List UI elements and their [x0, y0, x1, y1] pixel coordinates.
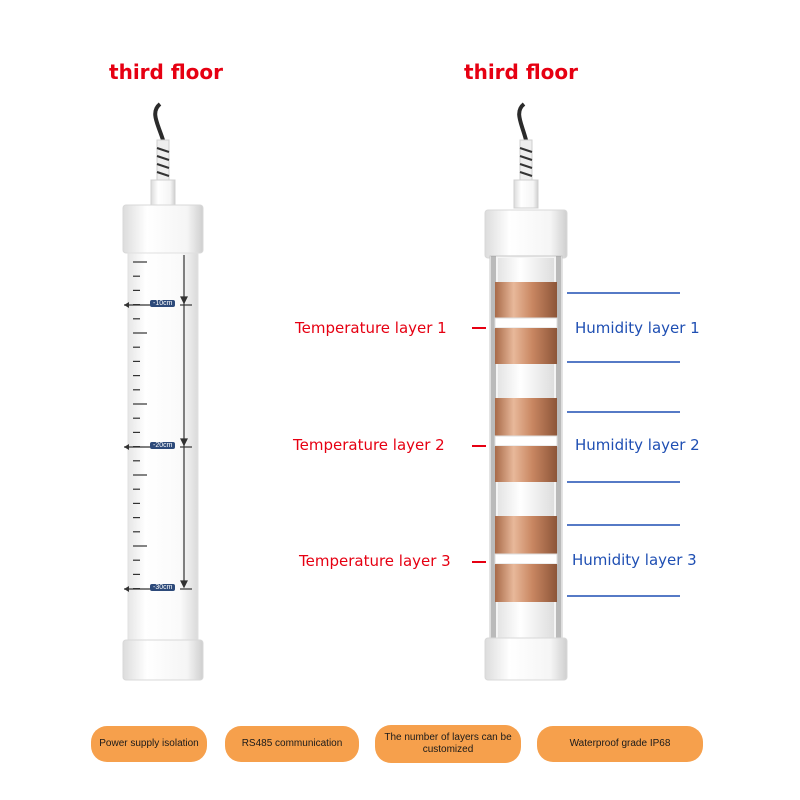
temperature-layer-3-label: Temperature layer 3 — [299, 552, 451, 570]
right-title: third floor — [464, 60, 578, 84]
depth-mark-30: -30cm — [120, 582, 200, 596]
humidity-layer-3-label: Humidity layer 3 — [572, 551, 697, 569]
depth-mark-20: -20cm — [120, 440, 200, 454]
left-arrow-icon — [124, 586, 192, 592]
humidity-layer-2-label: Humidity layer 2 — [575, 436, 700, 454]
humidity-layer-1-label: Humidity layer 1 — [575, 319, 700, 337]
feature-pill-custom-layers: The number of layers can be customized — [375, 725, 521, 763]
feature-pill-rs485: RS485 communication — [225, 726, 359, 762]
depth-mark-10: -10cm — [120, 298, 200, 312]
left-title: third floor — [109, 60, 223, 84]
feature-pill-ip68: Waterproof grade IP68 — [537, 726, 703, 762]
feature-pill-power-isolation: Power supply isolation — [91, 726, 207, 762]
temperature-layer-2-label: Temperature layer 2 — [293, 436, 445, 454]
temperature-layer-1-label: Temperature layer 1 — [295, 319, 447, 337]
left-arrow-icon — [124, 302, 192, 308]
left-arrow-icon — [124, 444, 192, 450]
